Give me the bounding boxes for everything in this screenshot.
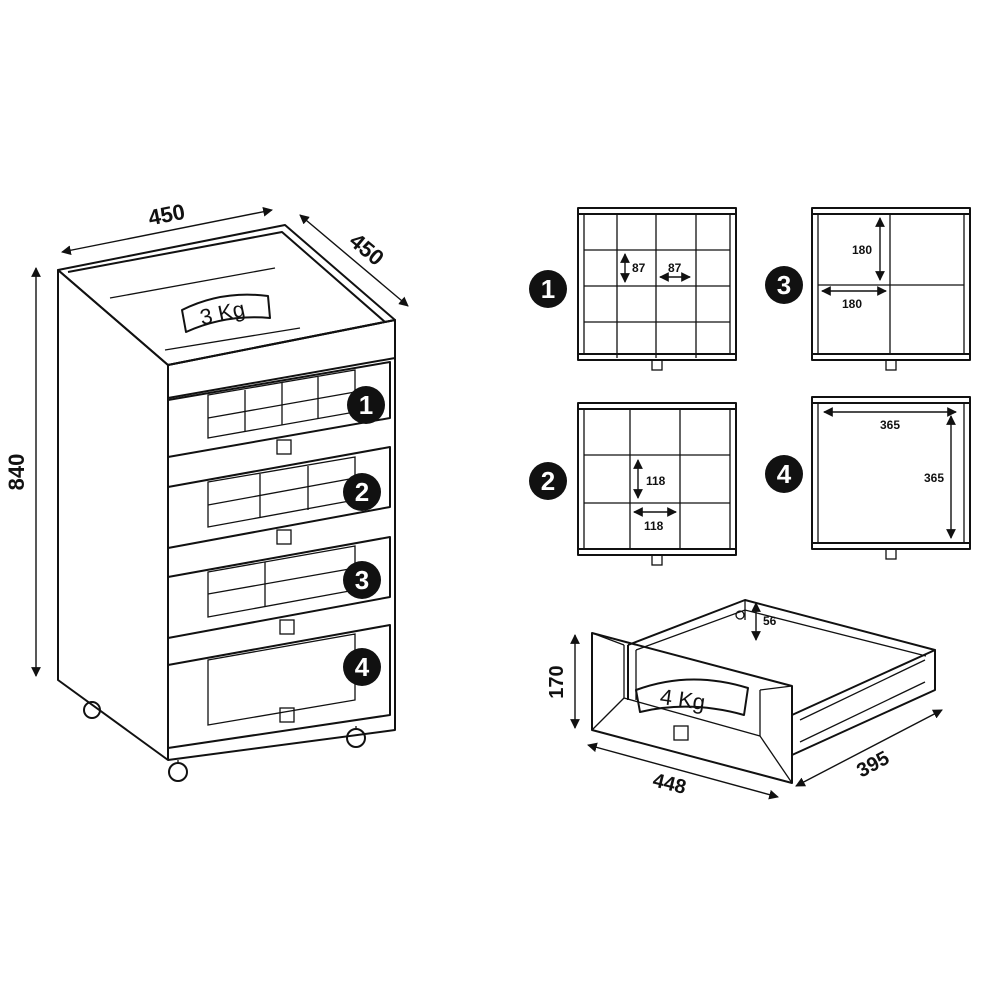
cabinet-depth-label: 450 xyxy=(345,228,389,271)
drawer-side-dimension: 56 xyxy=(751,602,777,641)
detail-4-dim-a: 365 xyxy=(880,418,900,432)
detail-2-dim-b: 118 xyxy=(644,519,664,533)
drawer-detail-4: 365 365 xyxy=(811,396,971,560)
detail-4-dim-b: 365 xyxy=(924,471,944,485)
detail-2-dim-a: 118 xyxy=(646,474,666,488)
drawer-load-label: 4 Kg xyxy=(658,684,706,715)
detail-badge-3: 3 xyxy=(765,266,803,304)
drawer-width-label: 448 xyxy=(651,769,689,798)
cabinet-height-dimension: 840 xyxy=(4,267,41,677)
drawer-detail-1: 87 87 xyxy=(577,207,737,371)
cabinet-badge-4: 4 xyxy=(343,648,381,686)
cabinet-badge-3: 3 xyxy=(343,561,381,599)
svg-text:2: 2 xyxy=(541,466,555,496)
cabinet-badge-1: 1 xyxy=(347,386,385,424)
drawer-height-label: 170 xyxy=(546,665,568,698)
detail-3-dim-b: 180 xyxy=(842,297,862,311)
top-load-tag: 3 Kg xyxy=(181,293,271,333)
cabinet-width-label: 450 xyxy=(146,199,187,231)
svg-text:4: 4 xyxy=(777,459,792,489)
svg-text:1: 1 xyxy=(541,274,555,304)
svg-text:1: 1 xyxy=(359,390,373,420)
cabinet-badge-2: 2 xyxy=(343,473,381,511)
svg-text:3: 3 xyxy=(777,270,791,300)
svg-text:4: 4 xyxy=(355,652,370,682)
svg-text:2: 2 xyxy=(355,477,369,507)
cabinet-depth-dimension: 450 xyxy=(299,214,409,307)
svg-text:3: 3 xyxy=(355,565,369,595)
cabinet-height-label: 840 xyxy=(4,454,29,491)
detail-1-dim-a: 87 xyxy=(632,261,646,275)
drawer-detail-3: 180 180 xyxy=(811,207,971,371)
drawer-side-label: 56 xyxy=(763,614,777,628)
drawer-depth-dimension: 395 xyxy=(795,709,943,787)
detail-1-dim-b: 87 xyxy=(668,261,682,275)
cabinet-width-dimension: 450 xyxy=(61,199,273,256)
detail-badge-4: 4 xyxy=(765,455,803,493)
cabinet-drawing: 3 Kg 1 2 3 4 xyxy=(57,224,396,782)
drawer-detail-2: 118 118 xyxy=(577,402,737,566)
detail-badge-2: 2 xyxy=(529,462,567,500)
detail-badge-1: 1 xyxy=(529,270,567,308)
drawer-height-dimension: 170 xyxy=(546,634,580,729)
detail-3-dim-a: 180 xyxy=(852,243,872,257)
